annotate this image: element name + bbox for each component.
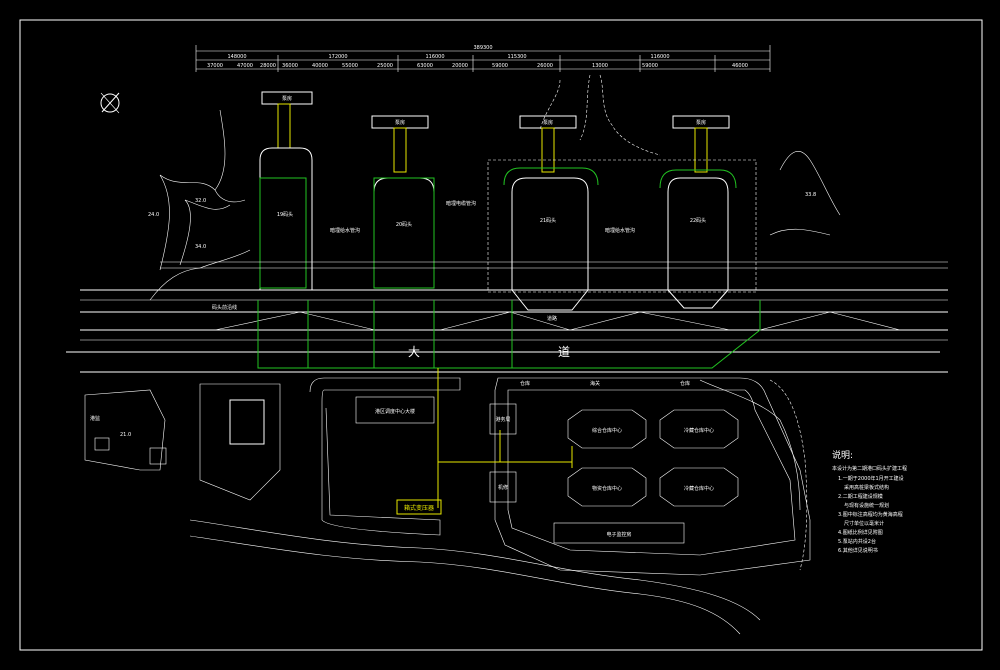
dim-seg-3: 116000 [425, 54, 444, 60]
svg-text:2.二期工程建设规模: 2.二期工程建设规模 [838, 493, 883, 500]
svg-text:5.泵站内共设2台: 5.泵站内共设2台 [838, 538, 876, 545]
svg-text:20000: 20000 [452, 63, 468, 69]
svg-text:4.图纸比例详见附图: 4.图纸比例详见附图 [838, 529, 883, 536]
berth-21-outline [503, 167, 599, 311]
dim-seg-4: 115300 [507, 54, 526, 60]
svg-text:59000: 59000 [492, 63, 508, 69]
svg-text:电子监控房: 电子监控房 [606, 531, 631, 538]
svg-text:37000: 37000 [207, 63, 223, 69]
avenue-label-a: 大 [408, 345, 420, 359]
maintenance-building [489, 471, 517, 503]
svg-text:36000: 36000 [282, 63, 298, 69]
avenue-enclosure [257, 300, 761, 369]
svg-text:仓库: 仓库 [520, 380, 530, 387]
electronic-room-building [553, 522, 685, 544]
avenue-label-b: 道 [558, 345, 570, 359]
svg-text:采用高桩梁板式结构: 采用高桩梁板式结构 [844, 484, 889, 491]
site-roads [189, 377, 811, 635]
svg-text:28000: 28000 [260, 63, 276, 69]
control-center-building [355, 396, 435, 424]
pump-house-3 [519, 115, 577, 173]
svg-text:泵房: 泵房 [696, 119, 706, 126]
svg-text:22码头: 22码头 [690, 217, 706, 224]
substation-label: 箱式变压器 [404, 504, 434, 512]
svg-text:暗埋给水管沟: 暗埋给水管沟 [605, 227, 635, 234]
legend-title: 说明: [832, 449, 853, 461]
north-arrow-icon [100, 92, 120, 114]
terrain-contours [149, 74, 841, 301]
svg-text:暗埋给水管沟: 暗埋给水管沟 [330, 227, 360, 234]
sub-dimension-labels: 37000 47000 28000 36000 40000 55000 2500… [207, 63, 748, 69]
warehouse-row [567, 409, 739, 507]
svg-text:26000: 26000 [537, 63, 553, 69]
svg-text:仓库: 仓库 [680, 380, 690, 387]
dim-seg-2: 172000 [328, 54, 347, 60]
legend-block: 说明: 本设计为第二期港口码头扩建工程 1.一期于2000年1月开工建设 采用高… [832, 449, 907, 554]
terminal-enclosure [487, 159, 757, 293]
svg-text:泵房: 泵房 [395, 119, 405, 126]
elev-34: 34.0 [195, 244, 206, 250]
elev-33-8: 33.8 [805, 192, 816, 198]
port-office-building [489, 403, 517, 435]
svg-text:3.图中标注高程均为黄海高程: 3.图中标注高程均为黄海高程 [838, 511, 903, 518]
svg-text:20码头: 20码头 [396, 221, 412, 228]
svg-text:港区调度中心大楼: 港区调度中心大楼 [375, 408, 415, 415]
svg-text:冷藏仓库中心: 冷藏仓库中心 [684, 485, 714, 492]
berth-22-outline [659, 169, 737, 309]
svg-text:59000: 59000 [642, 63, 658, 69]
berth-19-outline [259, 147, 313, 291]
boundary-dotted [769, 379, 808, 571]
dim-seg-5: 116000 [650, 54, 669, 60]
elev-24: 24.0 [148, 212, 159, 218]
dim-total: 389300 [473, 45, 492, 51]
svg-text:港监: 港监 [90, 415, 100, 422]
svg-text:13000: 13000 [592, 63, 608, 69]
svg-text:1.一期于2000年1月开工建设: 1.一期于2000年1月开工建设 [838, 475, 904, 482]
svg-text:泵房: 泵房 [543, 119, 553, 126]
svg-text:道路: 道路 [547, 315, 557, 322]
elev-21: 21.0 [120, 432, 131, 438]
svg-text:21码头: 21码头 [540, 217, 556, 224]
svg-text:本设计为第二期港口码头扩建工程: 本设计为第二期港口码头扩建工程 [832, 465, 907, 472]
top-dimension-chain [195, 45, 771, 72]
svg-text:与现有设施统一规划: 与现有设施统一规划 [844, 502, 889, 509]
wharf-diagonals [214, 311, 901, 331]
svg-text:物资仓库中心: 物资仓库中心 [592, 485, 622, 492]
svg-text:19码头: 19码头 [277, 211, 293, 218]
svg-text:47000: 47000 [237, 63, 253, 69]
svg-text:海关: 海关 [590, 380, 600, 387]
left-building-b [84, 389, 167, 471]
svg-text:55000: 55000 [342, 63, 358, 69]
pump-house-2 [371, 115, 429, 173]
svg-text:尺寸单位以毫米计: 尺寸单位以毫米计 [844, 520, 884, 527]
dim-seg-1: 148000 [227, 54, 246, 60]
svg-text:综合仓库中心: 综合仓库中心 [592, 427, 622, 434]
svg-text:泵房: 泵房 [282, 95, 292, 102]
svg-text:码头前沿线: 码头前沿线 [212, 304, 237, 311]
elev-32: 32.0 [195, 198, 206, 204]
svg-text:机修: 机修 [498, 484, 508, 491]
utility-lines [396, 368, 573, 515]
frame-outer [19, 19, 983, 651]
svg-text:46000: 46000 [732, 63, 748, 69]
pump-house-4 [672, 115, 730, 173]
left-building-a [199, 383, 281, 501]
wharf-lines [66, 261, 948, 373]
svg-text:40000: 40000 [312, 63, 328, 69]
svg-text:冷藏仓库中心: 冷藏仓库中心 [684, 427, 714, 434]
berth-20-outline [373, 177, 435, 289]
svg-text:63000: 63000 [417, 63, 433, 69]
svg-text:港务局: 港务局 [495, 416, 510, 423]
svg-text:6.其他详见说明书: 6.其他详见说明书 [838, 547, 878, 554]
svg-text:25000: 25000 [377, 63, 393, 69]
svg-text:暗埋电缆管沟: 暗埋电缆管沟 [446, 200, 476, 207]
